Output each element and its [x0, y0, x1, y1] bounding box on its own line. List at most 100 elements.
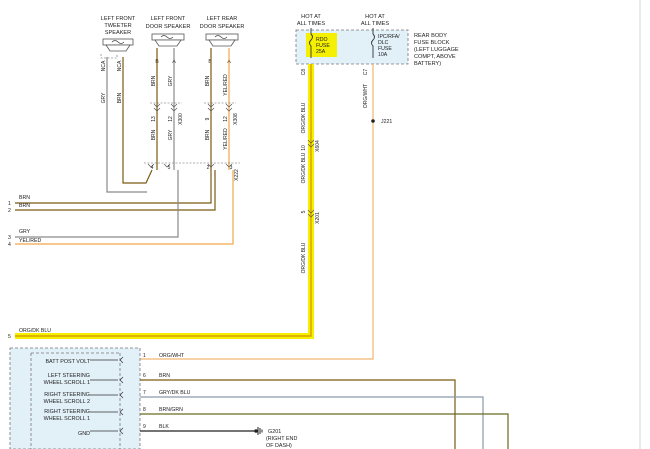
cavity-arrows: [147, 103, 233, 168]
lr-door-wire-top-2: YEL/RED: [223, 74, 229, 96]
splice-connector: X222: [234, 169, 240, 181]
ipc-fuse-line-1: IPC/RFA/: [378, 34, 400, 40]
main-wire-label-2: ORG/DK BLU: [301, 152, 307, 183]
lr-door-wire-bottom-2: YEL/RED: [223, 128, 229, 150]
speaker-wiring: [15, 48, 234, 245]
lf-door-wire-bottom-1: BRN: [151, 129, 157, 140]
module-box: [9, 347, 141, 449]
lr-door-pin-b: B: [208, 59, 212, 65]
rear-body-fuse-block: HOT AT ALL TIMES HOT AT ALL TIMES RDO FU…: [295, 14, 459, 67]
lr-door-title-line-1: LEFT REAR: [207, 16, 238, 22]
connector-marks: [307, 139, 315, 218]
module-row-4-label-b: WHEEL SCROLL 1: [44, 416, 90, 422]
main-wire-connector-1: X604: [315, 140, 321, 152]
wire-3-gry: [15, 170, 179, 238]
left-wire-color-5: ORG/DK BLU: [19, 328, 51, 334]
main-wire-cavity-2: 5: [301, 210, 307, 213]
ipc-fuse-line-4: 10A: [378, 52, 388, 58]
splice-pin-4: 4: [151, 165, 154, 171]
left-wire-color-4: YEL/RED: [19, 238, 41, 244]
ipc-fuse-line-2: DLC: [378, 40, 389, 46]
fuse-block-line-3: (LEFT LUGGAGE: [414, 47, 459, 53]
left-wire-color-3: GRY: [19, 229, 31, 235]
module-pin-8: 8: [143, 407, 146, 413]
module-wiring: [140, 379, 509, 449]
lr-door-title-line-2: DOOR SPEAKER: [200, 24, 245, 30]
splice-dot: [371, 119, 375, 123]
ipc-fuse-symbol: [371, 28, 375, 58]
module-row-2-label-a: LEFT STEERING: [48, 373, 90, 379]
rdo-fuse-line-3: 25A: [316, 49, 326, 55]
left-rear-door-speaker: LEFT REAR DOOR SPEAKER B A BRN YEL/RED 9…: [200, 16, 245, 150]
module-row-1-label: BATT POST VOLT: [45, 359, 90, 365]
tweeter-pin-2: NCA: [117, 60, 123, 71]
tweeter-title-line-1: LEFT FRONT: [101, 16, 136, 22]
speaker-icon: [205, 33, 239, 47]
org-wht-wire-label: ORG/WHT: [363, 84, 369, 108]
module-color-9: BLK: [159, 424, 169, 430]
fuse-pin-c8: C8: [301, 69, 307, 76]
org-dk-blu-circuit: C8 ORG/DK BLU 10 X604 ORG/DK BLU 5 X201 …: [15, 64, 321, 339]
lr-door-wire-top-1: BRN: [205, 75, 211, 86]
lr-door-wire-bottom-1: BRN: [205, 129, 211, 140]
fuse-block-line-1: REAR BODY: [414, 33, 447, 39]
module-color-1: ORG/WHT: [159, 353, 185, 359]
main-wire-label-1: ORG/DK BLU: [301, 102, 307, 133]
left-wire-color-2: BRN: [19, 203, 30, 209]
module-color-6: BRN: [159, 373, 170, 379]
left-front-door-speaker: LEFT FRONT DOOR SPEAKER B A BRN GRY 13 1…: [146, 16, 191, 140]
lf-door-wire-bottom-2: GRY: [168, 129, 174, 140]
module-pin-arrows: [119, 356, 124, 435]
tweeter-wire-brn: BRN: [117, 92, 123, 103]
left-wire-labels: 1 BRN 2 BRN 3 GRY 4 YEL/RED 5 ORG/DK BLU: [8, 195, 51, 340]
ground-label-3: OF DASH): [266, 443, 292, 449]
lr-door-cavity-1: 9: [205, 117, 211, 120]
module-wire-6-brn: [140, 379, 456, 449]
module-wire-labels: 1 ORG/WHT 6 BRN 7 GRY/DK BLU 8 BRN/GRN 9…: [143, 353, 191, 430]
module-pin-6: 6: [143, 373, 146, 379]
module-color-7: GRY/DK BLU: [159, 390, 191, 396]
lf-door-cavity-1: 13: [151, 116, 157, 122]
fuse-block-line-2: FUSE BLOCK: [414, 40, 450, 46]
left-wire-pin-1: 1: [8, 201, 11, 207]
module-row-5-label: GND: [78, 431, 90, 437]
left-wire-pin-4: 4: [8, 242, 11, 248]
lr-door-connector: X308: [233, 113, 239, 125]
lf-door-wire-top-1: BRN: [151, 75, 157, 86]
module-wire-7-gry-dk-blu: [140, 396, 484, 449]
splice-pin-5: 5: [168, 165, 171, 171]
steering-module: BATT POST VOLT LEFT STEERING WHEEL SCROL…: [9, 347, 141, 449]
rdo-fuse-line-2: FUSE: [316, 43, 330, 49]
left-wire-pin-5: 5: [8, 334, 11, 340]
org-wht-circuit: C7 ORG/WHT J221: [140, 64, 392, 360]
wire-1-brn: [15, 170, 212, 204]
tweeter-pin-1: NCA: [101, 60, 107, 71]
lf-door-connector: X300: [178, 113, 184, 125]
module-pin-7: 7: [143, 390, 146, 396]
fuse-block-line-4: COMPT, ABOVE: [414, 54, 456, 60]
module-row-3-label-a: RIGHT STEERING: [44, 392, 90, 398]
connector-marks: [144, 102, 240, 164]
org-dk-blu-wire: [15, 64, 312, 337]
ipc-fuse-line-3: FUSE: [378, 46, 392, 52]
fuse-block-line-5: BATTERY): [414, 61, 441, 67]
lf-door-title-line-2: DOOR SPEAKER: [146, 24, 191, 30]
module-row-2-label-b: WHEEL SCROLL 1: [44, 380, 90, 386]
left-front-tweeter-speaker: LEFT FRONT TWEETER SPEAKER NCA NCA GRY B…: [100, 16, 136, 103]
ground-icon: [257, 427, 263, 435]
rdo-fuse-line-1: RDO: [316, 37, 328, 43]
splice-pin-2: 2: [207, 165, 210, 171]
module-pin-ticks: [90, 359, 118, 432]
module-row-3-label-b: WHEEL SCROLL 2: [44, 399, 90, 405]
speaker-icon: [151, 33, 185, 47]
main-wire-cavity-1: 10: [301, 145, 307, 151]
left-wire-color-1: BRN: [19, 195, 30, 201]
all-times-label-2: ALL TIMES: [361, 21, 390, 27]
module-pin-9: 9: [143, 424, 146, 430]
tweeter-title-line-3: SPEAKER: [105, 30, 131, 36]
module-color-8: BRN/GRN: [159, 407, 183, 413]
hot-at-label-2: HOT AT: [365, 14, 385, 20]
lf-door-title-line-1: LEFT FRONT: [151, 16, 186, 22]
